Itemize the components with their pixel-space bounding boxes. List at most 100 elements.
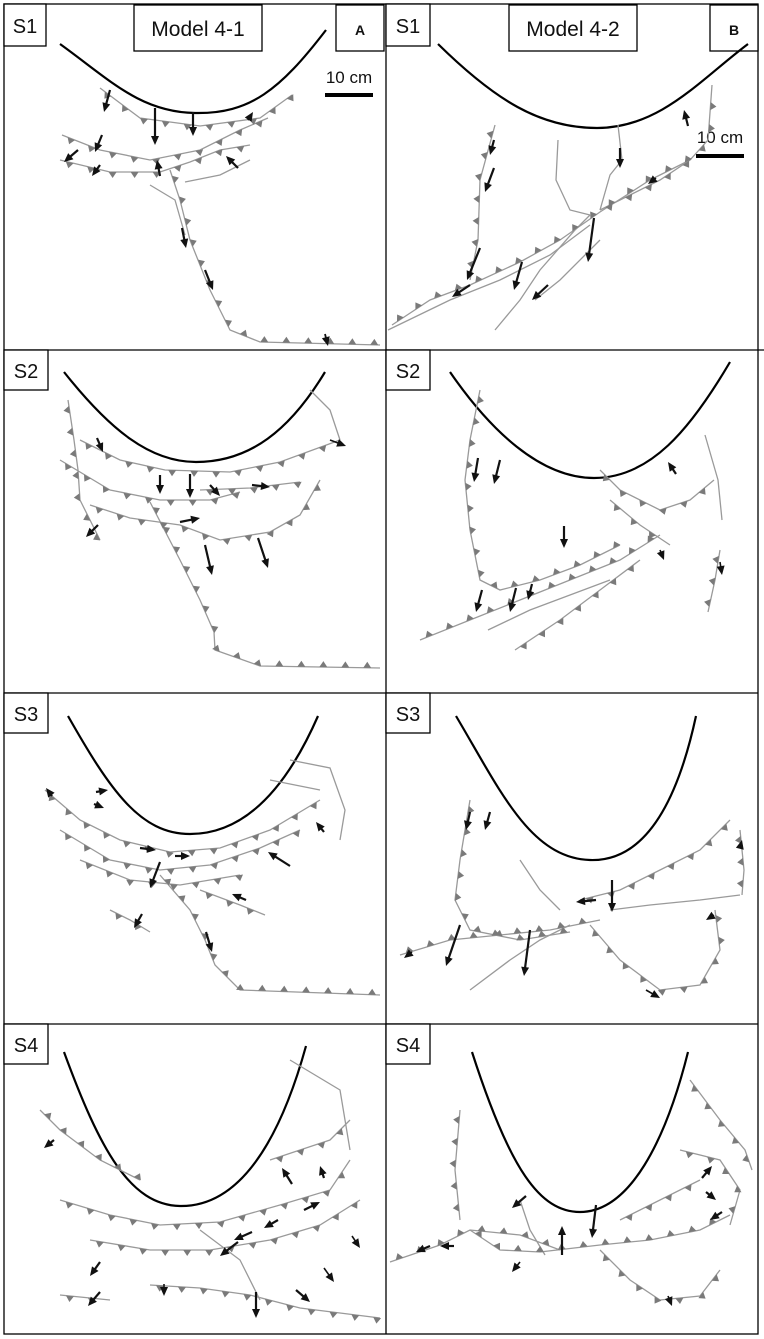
- fault-a2-3-tooth-7: [210, 497, 219, 505]
- fault-b2-5-tooth-3: [659, 507, 667, 515]
- arrow-a2-9-head: [261, 558, 269, 568]
- arrow-a2-1-head: [95, 442, 104, 452]
- fault-b2-1-tooth-7: [473, 548, 481, 556]
- fault-b3-4-tooth-4: [657, 989, 666, 996]
- fault-a4-3-tooth-1: [117, 1244, 126, 1252]
- arrow-b3-10-head: [735, 840, 744, 850]
- fault-b2-3: [487, 579, 611, 631]
- fault-a3-3-tooth-1: [106, 870, 114, 878]
- fault-a2-3-tooth-1: [84, 474, 91, 482]
- fault-a2-4-tooth-3: [159, 522, 168, 529]
- fault-b4-4-tooth-4: [728, 1206, 736, 1214]
- fault-b4-7-tooth-2: [664, 1194, 672, 1202]
- fault-b3-1-tooth-5: [461, 913, 469, 921]
- fault-a3-1-tooth-3: [103, 831, 111, 839]
- arrow-b2-1-head: [471, 472, 480, 482]
- fault-a3-1-tooth-12: [291, 813, 298, 821]
- fault-b1-1-tooth-10: [590, 211, 597, 219]
- fault-a1-4-tooth-0: [171, 175, 179, 184]
- fault-b2-5-tooth-0: [602, 474, 610, 482]
- fault-b4-3-tooth-5: [698, 1291, 706, 1299]
- indenter-outline-b1: [437, 43, 749, 130]
- fault-a4-2-tooth-5: [172, 1224, 181, 1231]
- fault-b4-4-tooth-1: [707, 1156, 715, 1164]
- fault-b2-8: [707, 549, 721, 613]
- fault-b2-2-tooth-2: [466, 614, 474, 622]
- fault-a3-5-tooth-12: [368, 988, 376, 995]
- arrow-a2-8-head: [206, 565, 214, 575]
- fault-a3-4: [109, 909, 151, 933]
- arrow-a2-5-head: [260, 482, 270, 490]
- arrow-b4-3-head: [558, 1226, 566, 1235]
- fault-a2-2-tooth-8: [255, 465, 264, 472]
- fault-a1-3-tooth-0: [65, 161, 74, 169]
- displacement-arrows: [44, 89, 744, 1318]
- fault-a1-1-tooth-8: [268, 106, 276, 115]
- fault-a4-6-tooth-1: [296, 1148, 305, 1156]
- fault-a4-3-tooth-11: [332, 1213, 339, 1221]
- fault-b4-2-tooth-5: [579, 1241, 588, 1248]
- arrow-a2-3-head: [186, 489, 194, 498]
- fault-b2-4-tooth-6: [627, 564, 634, 572]
- fault-a3-5-tooth-6: [236, 984, 245, 991]
- fault-b1-1-tooth-13: [645, 175, 653, 183]
- arrow-a4-11-head: [300, 1293, 310, 1302]
- fault-a4-5-tooth-8: [329, 1311, 338, 1319]
- arrow-b2-5-head: [474, 602, 483, 612]
- fault-b3-4-tooth-0: [592, 929, 600, 937]
- arrow-b3-3-head: [608, 903, 616, 912]
- fault-b4-2-tooth-10: [688, 1225, 697, 1233]
- fault-a3-2-tooth-3: [123, 862, 132, 870]
- arrow-b1-5-head: [585, 252, 594, 262]
- fault-a2-1: [67, 399, 101, 541]
- fault-a3-5-tooth-2: [191, 913, 199, 921]
- fault-a3-8-tooth-1: [226, 899, 234, 907]
- fault-a3-1-tooth-1: [65, 808, 73, 816]
- fault-b4-7: [619, 1179, 701, 1221]
- fault-b3-2-tooth-2: [447, 933, 456, 941]
- indenter-outline-b2: [449, 361, 731, 480]
- arrow-b3-5-shaft: [446, 924, 462, 962]
- fault-a4-3-tooth-9: [291, 1231, 300, 1239]
- fault-a2-3-tooth-4: [145, 497, 153, 504]
- fault-a1-4-tooth-7: [224, 319, 232, 327]
- fault-a1-4-tooth-9: [260, 336, 269, 343]
- fault-b1-1-tooth-7: [534, 246, 542, 254]
- fault-b3-2-tooth-6: [535, 925, 544, 932]
- fault-a2-4-tooth-9: [285, 519, 293, 527]
- panel-letter-b-box: B: [709, 4, 759, 52]
- fault-a1-1-tooth-1: [122, 104, 129, 112]
- fault-a1-1-tooth-9: [286, 94, 294, 102]
- fault-a1-2-tooth-9: [255, 120, 263, 128]
- arrow-a2-7-head: [190, 515, 200, 524]
- fault-b1-1-tooth-1: [415, 302, 423, 310]
- fault-a3-2-tooth-0: [65, 833, 72, 841]
- fault-a3-5-tooth-1: [178, 895, 186, 903]
- arrow-a2-2-head: [156, 485, 164, 494]
- arrow-b2-9-head: [716, 565, 725, 575]
- fault-a3-2-tooth-11: [292, 830, 300, 838]
- fault-a4-3-tooth-8: [270, 1237, 278, 1245]
- arrow-b1-10-head: [648, 175, 658, 184]
- fault-a2-1-tooth-2: [69, 449, 77, 458]
- fault-b1-3-tooth-2: [475, 173, 482, 181]
- fault-b2-4: [514, 559, 641, 651]
- arrow-b1-4-head: [682, 110, 691, 120]
- fault-b2-2-tooth-1: [446, 622, 454, 630]
- fault-b1-3-tooth-0: [486, 130, 494, 139]
- fault-a2-1-tooth-5: [83, 513, 91, 521]
- fault-b4-3-tooth-3: [654, 1296, 662, 1304]
- fault-b4-6-tooth-2: [718, 1120, 726, 1127]
- scale-bar-label-a: 10 cm: [326, 68, 372, 87]
- fault-a1-4-tooth-3: [189, 239, 197, 247]
- fault-a2-1-tooth-1: [66, 427, 74, 436]
- arrow-b1-2-head: [484, 182, 492, 192]
- fault-b1-3-tooth-5: [471, 239, 479, 247]
- stage-label-a4: S4: [14, 1035, 38, 1057]
- fault-a4-2-tooth-6: [194, 1222, 203, 1230]
- fault-b3-2-tooth-5: [513, 927, 522, 934]
- fault-b2-1-tooth-2: [469, 439, 476, 447]
- fault-b4-2-tooth-3: [535, 1246, 544, 1253]
- arrow-a4-5-head: [264, 1220, 274, 1228]
